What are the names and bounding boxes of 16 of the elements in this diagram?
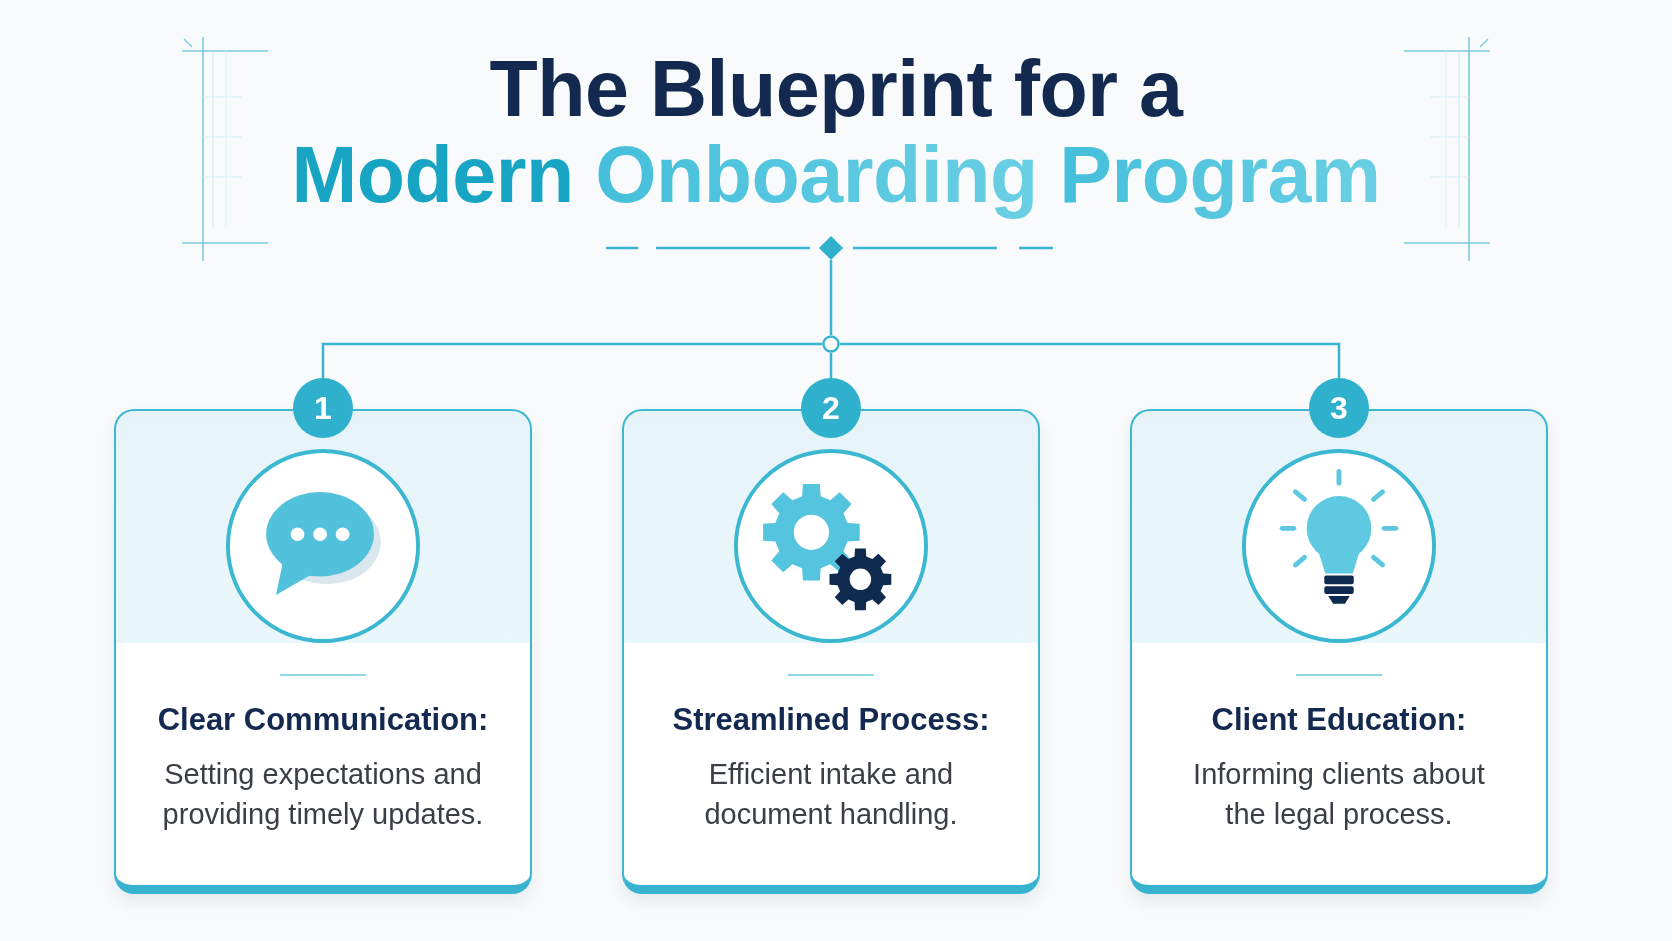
diamond-marker [819,236,843,260]
card-description: Efficient intake and document handling. [703,757,959,832]
card-heading: Clear Communication: [157,701,489,739]
connector-line [321,342,822,378]
card-heading: Client Education: [1211,701,1467,739]
card-description: Setting expectations and providing timely updates. [161,757,485,832]
card-heading: Streamlined Process: [672,701,990,739]
step-number-badge: 2 [801,378,861,438]
step-number-badge: 3 [1309,378,1369,438]
connector-line [840,342,1341,378]
card-description: Informing clients about the legal process. [1192,757,1486,832]
junction-ring [822,335,840,353]
step-number-badge: 1 [293,378,353,438]
connector-line [829,260,833,335]
title: The Blueprint for a Modern Onboarding Program [291,46,1381,218]
connector-line [829,353,833,378]
